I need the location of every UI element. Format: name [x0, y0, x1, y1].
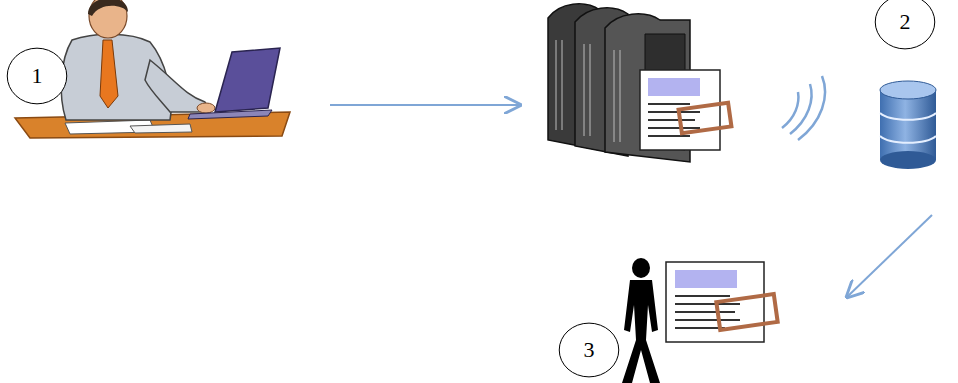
database-cylinder — [880, 81, 936, 169]
callout-circle: 2 — [874, 0, 936, 50]
callout-circle: 3 — [558, 322, 620, 378]
document-icon — [666, 262, 778, 342]
flow-arrow — [330, 104, 520, 106]
callout-number: 1 — [32, 65, 43, 87]
flow-arrow — [847, 215, 932, 297]
callout-number: 3 — [584, 339, 595, 361]
callout-number: 2 — [900, 11, 911, 33]
document-icon — [640, 70, 731, 150]
stick-figure — [622, 258, 660, 383]
callout-circle: 1 — [6, 47, 68, 105]
wireless-waves — [782, 76, 825, 140]
